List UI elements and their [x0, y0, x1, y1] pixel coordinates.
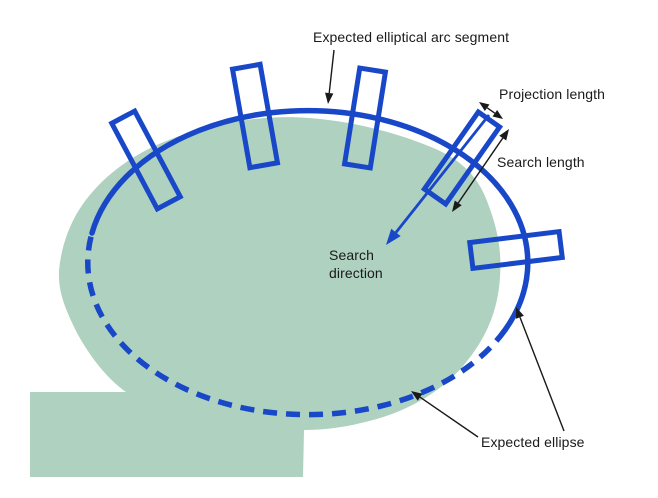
projection-length-arrow [486, 107, 496, 114]
expected-ellipse-dashed-arc [85, 232, 508, 418]
search-length-arrow-head [499, 129, 509, 141]
search-window-rect [108, 107, 184, 213]
expected-ellipse-label: Expected ellipse [481, 434, 585, 450]
search-direction-arrow [394, 114, 491, 234]
search-length-label: Search length [497, 154, 585, 170]
projection-length-label: Projection length [499, 86, 605, 102]
search-window-rect [420, 108, 504, 208]
search-direction-label: Search direction [329, 247, 383, 281]
projection-length-arrow-head [479, 102, 490, 112]
arc-segment-leader-arrow-head [325, 92, 334, 104]
projection-length-arrow-head [492, 109, 503, 119]
search-direction-arrow-head [386, 228, 401, 245]
expected-ellipse-leader-solid-head [516, 307, 524, 319]
search-length-arrow [457, 137, 504, 204]
arc-segment-label: Expected elliptical arc segment [313, 29, 510, 45]
expected-ellipse-leader-solid [519, 317, 565, 432]
search-length-arrow-head [452, 200, 462, 212]
expected-ellipse-leader-dashed-head [411, 391, 423, 401]
search-window-rect [341, 65, 389, 171]
search-window-rect [229, 61, 281, 171]
expected-ellipse-leader-dashed [419, 396, 479, 438]
search-window-rect [466, 228, 566, 272]
feature-region [30, 117, 501, 477]
arc-segment-leader-arrow [328, 49, 335, 94]
